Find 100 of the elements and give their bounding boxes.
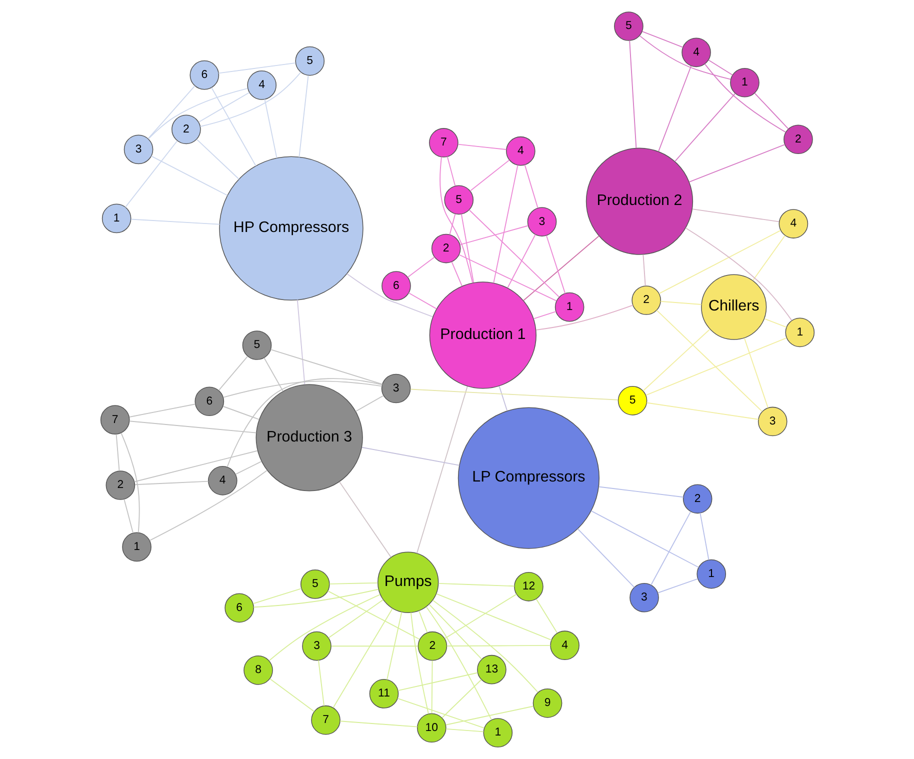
connector bbox=[446, 644, 550, 646]
connector bbox=[492, 164, 518, 284]
connector bbox=[252, 588, 302, 604]
node-circle: 4 bbox=[246, 70, 276, 100]
node-circle: 4 bbox=[505, 136, 535, 166]
node-circle: 13 bbox=[476, 654, 506, 684]
node-circle: 8 bbox=[243, 656, 272, 685]
node-circle: 10 bbox=[416, 713, 446, 743]
connector bbox=[535, 304, 633, 330]
node-circle: Production 2 bbox=[585, 148, 693, 255]
node-circle: 6 bbox=[189, 60, 219, 90]
connector bbox=[498, 386, 508, 412]
node-circle: Production 3 bbox=[255, 384, 362, 492]
connector bbox=[268, 594, 380, 662]
connector bbox=[410, 612, 428, 714]
connector bbox=[328, 599, 384, 638]
connector bbox=[425, 606, 492, 720]
node-circle: 3 bbox=[526, 207, 556, 236]
connector bbox=[134, 480, 208, 486]
node-circle: 5 bbox=[617, 386, 647, 416]
node-circle: 6 bbox=[194, 386, 224, 416]
connector bbox=[469, 160, 510, 192]
connector bbox=[674, 92, 736, 162]
connector bbox=[120, 432, 140, 534]
node-circle: 4 bbox=[207, 466, 237, 496]
node-circle: 1 bbox=[482, 718, 512, 748]
connector bbox=[298, 74, 308, 158]
node-circle: 5 bbox=[444, 185, 474, 215]
connector bbox=[128, 420, 256, 434]
node-circle: 2 bbox=[631, 286, 661, 315]
connector bbox=[226, 378, 382, 468]
node-circle: 2 bbox=[171, 114, 200, 144]
connector bbox=[445, 728, 484, 732]
node-circle: 1 bbox=[122, 532, 151, 562]
connector bbox=[444, 706, 534, 726]
connector bbox=[590, 510, 699, 568]
connector bbox=[418, 610, 428, 634]
node-circle: 7 bbox=[428, 128, 458, 158]
connector bbox=[218, 62, 296, 74]
node-circle: LP Compressors bbox=[457, 407, 600, 549]
node-circle: 3 bbox=[380, 374, 410, 404]
node-circle: 4 bbox=[778, 209, 808, 238]
connector bbox=[628, 40, 636, 148]
connector bbox=[506, 234, 536, 288]
node-circle: Chillers bbox=[700, 274, 766, 340]
connector bbox=[642, 31, 683, 48]
connector bbox=[468, 210, 559, 298]
connector bbox=[638, 35, 731, 80]
connector bbox=[397, 672, 478, 692]
node-circle: 1 bbox=[696, 559, 726, 589]
connector bbox=[645, 337, 786, 396]
node-circle: 12 bbox=[514, 572, 543, 602]
connector bbox=[457, 144, 506, 150]
connector bbox=[439, 156, 472, 283]
connector bbox=[650, 511, 691, 586]
connector bbox=[264, 98, 277, 159]
connector bbox=[545, 235, 566, 294]
connector bbox=[532, 311, 556, 320]
connector bbox=[430, 660, 432, 714]
connector bbox=[263, 358, 283, 392]
connector bbox=[428, 604, 482, 660]
node-circle: Production 1 bbox=[428, 282, 536, 389]
connector bbox=[441, 679, 482, 718]
connector bbox=[432, 600, 538, 693]
connector bbox=[642, 328, 710, 392]
connector bbox=[576, 528, 634, 588]
node-circle: 4 bbox=[550, 630, 579, 660]
connector bbox=[124, 140, 178, 208]
node-circle: 5 bbox=[614, 12, 643, 41]
connector bbox=[198, 92, 250, 123]
connector bbox=[410, 388, 618, 400]
node-circle: 3 bbox=[302, 631, 331, 661]
connector bbox=[147, 88, 248, 140]
connector bbox=[660, 300, 702, 305]
connector bbox=[222, 406, 260, 420]
node-circle: 3 bbox=[123, 134, 153, 164]
node-circle: 6 bbox=[381, 271, 410, 300]
connector bbox=[699, 512, 709, 560]
connector bbox=[222, 380, 382, 398]
connector bbox=[130, 218, 220, 225]
node-circle: 1 bbox=[784, 318, 814, 348]
node-circle: 1 bbox=[101, 204, 131, 234]
connector bbox=[658, 66, 692, 152]
node-circle: 11 bbox=[368, 679, 398, 708]
connector bbox=[535, 598, 558, 634]
connector bbox=[656, 310, 762, 412]
node-circle: 5 bbox=[242, 330, 272, 360]
connector bbox=[406, 256, 434, 278]
connector bbox=[199, 72, 301, 127]
connector bbox=[642, 254, 646, 286]
connector bbox=[752, 235, 785, 281]
node-circle: 4 bbox=[681, 38, 710, 68]
connector bbox=[147, 85, 195, 139]
node-circle: 2 bbox=[430, 234, 460, 264]
connector bbox=[646, 402, 758, 420]
connector bbox=[196, 138, 239, 180]
connector bbox=[598, 486, 684, 498]
connector bbox=[708, 60, 732, 76]
node-circle: 7 bbox=[310, 705, 340, 735]
connector bbox=[408, 292, 436, 310]
